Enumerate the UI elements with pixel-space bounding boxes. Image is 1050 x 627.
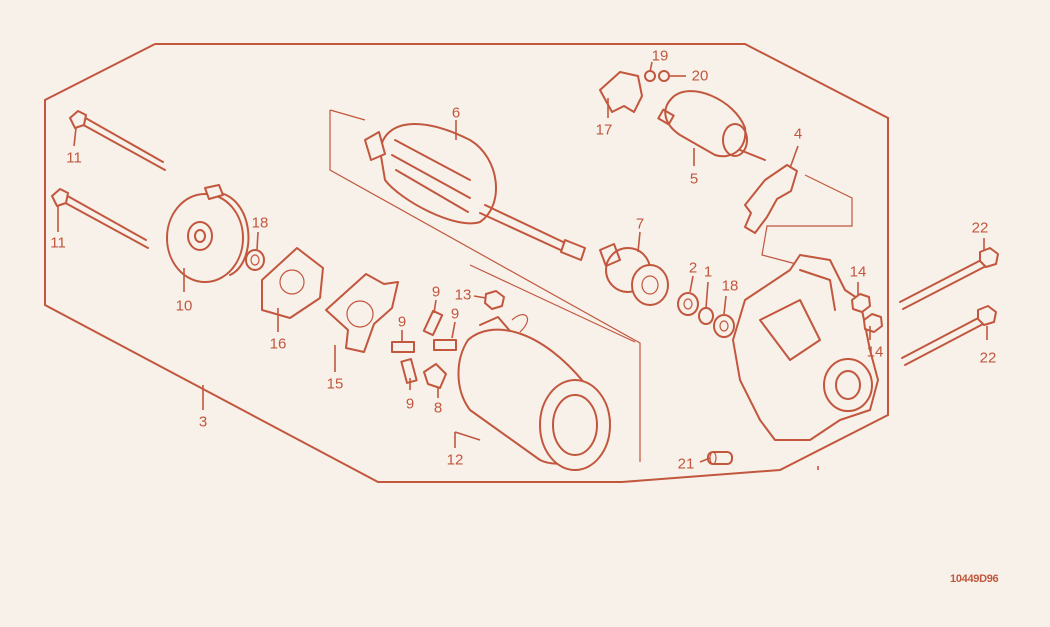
- callout-9-d: 9: [405, 395, 415, 413]
- bolt-22-lower: [901, 305, 997, 366]
- callout-5: 5: [689, 170, 699, 188]
- drive-lever-4: [744, 164, 798, 234]
- callout-8: 8: [433, 399, 443, 417]
- callout-19: 19: [651, 47, 669, 65]
- callout-3: 3: [198, 413, 208, 431]
- solenoid-5: [657, 90, 766, 161]
- nut-13: [484, 290, 505, 310]
- callout-13: 13: [454, 286, 472, 304]
- callout-18-b: 18: [721, 277, 739, 295]
- drawing-code: 10449D96: [950, 573, 999, 585]
- callout-9-b: 9: [450, 305, 460, 323]
- callout-20: 20: [691, 67, 709, 85]
- armature-group-frame: [329, 110, 641, 462]
- callout-14-b: 14: [866, 343, 884, 361]
- callout-14-a: 14: [849, 263, 867, 281]
- pinion-clutch-7: [599, 243, 669, 306]
- washer-18-right: [713, 314, 735, 338]
- yoke-group-frame: [469, 264, 636, 343]
- callout-leader-lines: [57, 61, 988, 470]
- callout-7: 7: [635, 215, 645, 233]
- through-bolt-11-lower: [51, 188, 149, 249]
- callout-17: 17: [595, 121, 613, 139]
- callout-22-a: 22: [971, 219, 989, 237]
- callout-12: 12: [446, 451, 464, 469]
- rear-cover-10: [166, 184, 250, 283]
- washer-2: [677, 292, 699, 316]
- assembly-frame: [44, 43, 889, 483]
- front-housing: [732, 254, 879, 441]
- callout-2: 2: [688, 259, 698, 277]
- callout-16: 16: [269, 335, 287, 353]
- brush-springs-9: [391, 309, 457, 384]
- gear-group-frame: [761, 174, 853, 266]
- brush-holder-15: [325, 273, 399, 353]
- callout-1: 1: [703, 263, 713, 281]
- callout-15: 15: [326, 375, 344, 393]
- callout-21: 21: [677, 455, 695, 473]
- part-19: [644, 70, 656, 82]
- callout-9-a: 9: [431, 283, 441, 301]
- callout-4: 4: [793, 125, 803, 143]
- brush-plate-16: [261, 247, 324, 319]
- callout-18-a: 18: [251, 214, 269, 232]
- callout-22-b: 22: [979, 349, 997, 367]
- shift-lever-17: [599, 71, 643, 113]
- callout-11-b: 11: [50, 234, 66, 252]
- callout-9-c: 9: [397, 313, 407, 331]
- nut-14-upper: [851, 293, 871, 313]
- through-bolt-11-upper: [69, 110, 166, 171]
- armature-group-frame-top: [329, 109, 366, 121]
- ring-1: [698, 307, 714, 325]
- brush-8: [423, 363, 447, 389]
- armature-6: [364, 123, 586, 261]
- nut-14-lower: [863, 313, 883, 333]
- callout-6: 6: [451, 104, 461, 122]
- dowel-pin-21: [707, 451, 733, 465]
- washer-18-left: [245, 249, 265, 271]
- yoke-12: [457, 314, 611, 471]
- bolt-22-upper: [899, 247, 999, 310]
- callout-10: 10: [175, 297, 193, 315]
- callout-11-a: 11: [66, 149, 82, 167]
- part-20: [658, 70, 670, 82]
